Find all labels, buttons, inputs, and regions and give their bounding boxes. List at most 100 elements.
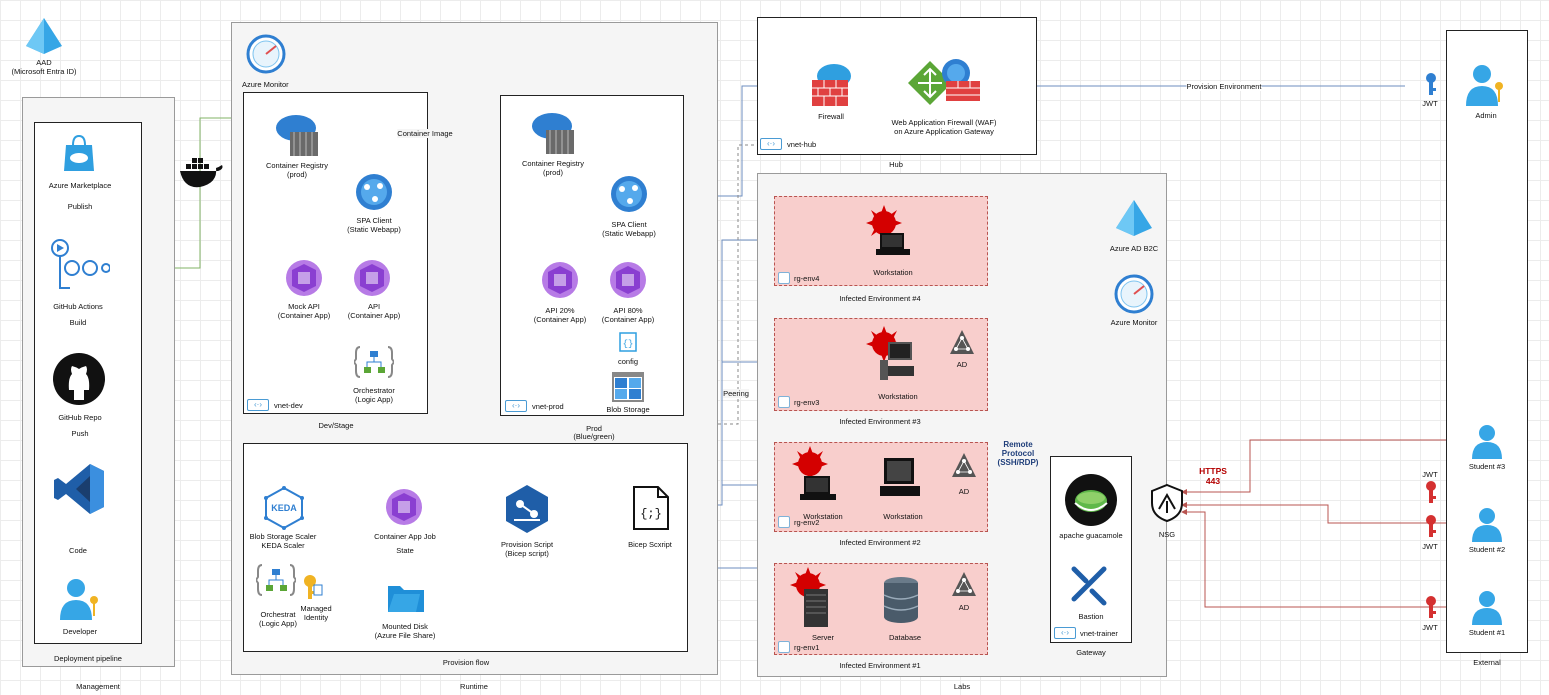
container-app-icon xyxy=(284,258,324,300)
orchestrat-label: Orchestrat xyxy=(260,610,296,619)
vnet-prod-container xyxy=(500,95,684,416)
env2-ad-label: AD xyxy=(958,487,970,496)
prod-label: Prod xyxy=(586,424,602,433)
publish-label: Publish xyxy=(67,202,93,211)
managed-label: Managed xyxy=(300,604,332,613)
external-container xyxy=(1446,30,1528,653)
firewall-icon xyxy=(808,60,854,110)
key-icon xyxy=(1424,72,1438,98)
logic-app-icon xyxy=(254,563,298,599)
container-registry-prod-sub: (prod) xyxy=(542,168,564,177)
build-label: Build xyxy=(69,318,87,327)
svg-text:KEDA: KEDA xyxy=(271,503,297,513)
orchestrator-label: Orchestrator xyxy=(353,386,395,395)
env2-workstation-1-label: Workstation xyxy=(803,512,843,521)
api-dev-sub: (Container App) xyxy=(347,311,401,320)
github-repo-label: GitHub Repo xyxy=(58,413,102,422)
env3-ad-label: AD xyxy=(956,360,968,369)
spa-client-dev-sub: (Static Webapp) xyxy=(347,225,401,234)
env3-workstation-label: Workstation xyxy=(878,392,918,401)
key-icon xyxy=(1424,595,1438,621)
port-label: 443 xyxy=(1205,476,1221,486)
rg-env2-label: rg-env2 xyxy=(794,518,820,527)
remote-protocol-label-1: Remote xyxy=(1003,440,1033,449)
server-icon xyxy=(790,567,838,631)
provision-script-label: Provision Script xyxy=(500,540,554,549)
ad-icon xyxy=(948,328,976,358)
vnet-dev-container xyxy=(243,92,428,414)
student-icon xyxy=(1472,507,1502,545)
rg-env3-label: rg-env3 xyxy=(794,398,820,407)
student-icon xyxy=(1472,590,1502,628)
file-share-icon xyxy=(386,580,426,616)
orchestrat-sub: (Logic App) xyxy=(259,619,297,628)
config-label: config xyxy=(617,357,639,366)
mock-api-sub: (Container App) xyxy=(277,311,331,320)
student3-label: Student #3 xyxy=(1468,462,1506,471)
ad-icon xyxy=(950,570,978,600)
orchestrator-sub: (Logic App) xyxy=(355,395,393,404)
infected-env-3-label: Infected Environment #3 xyxy=(839,417,921,426)
rg-icon xyxy=(778,396,790,408)
provision-environment-label: Provision Environment xyxy=(1186,82,1262,91)
dev-stage-label: Dev/Stage xyxy=(318,421,354,430)
rg-icon xyxy=(778,516,790,528)
student-icon xyxy=(1472,424,1502,462)
container-registry-icon xyxy=(528,110,578,158)
docker-icon xyxy=(178,155,224,193)
management-label: Management xyxy=(76,682,120,691)
infected-env-2-label: Infected Environment #2 xyxy=(839,538,921,547)
workstation-icon xyxy=(864,326,916,388)
aad-label: AAD xyxy=(36,58,52,67)
waf-sub: on Azure Application Gateway xyxy=(894,127,994,136)
hub-container xyxy=(757,17,1037,155)
admin-icon xyxy=(1464,64,1506,110)
student2-label: Student #2 xyxy=(1468,545,1506,554)
container-app-icon xyxy=(540,260,580,302)
https-label: HTTPS xyxy=(1199,466,1227,476)
vscode-icon xyxy=(52,462,106,518)
github-actions-icon xyxy=(50,238,111,300)
state-label: State xyxy=(396,546,414,555)
developer-label: Developer xyxy=(62,627,98,636)
azure-ad-b2c-label: Azure AD B2C xyxy=(1109,244,1159,253)
container-registry-icon xyxy=(272,112,322,160)
env1-ad-label: AD xyxy=(958,603,970,612)
container-app-icon xyxy=(352,258,392,300)
vnet-trainer-label: vnet-trainer xyxy=(1080,629,1118,638)
infected-env-1-label: Infected Environment #1 xyxy=(839,661,921,670)
code-label: Code xyxy=(69,546,87,555)
mock-api-label: Mock API xyxy=(288,302,320,311)
rg-env4-label: rg-env4 xyxy=(794,274,820,283)
aad-icon xyxy=(1114,198,1154,240)
key-icon xyxy=(1424,480,1438,506)
vnet-dev-icon: ‹·› xyxy=(247,399,269,411)
ad-icon xyxy=(950,451,978,481)
vnet-prod-icon: ‹·› xyxy=(505,400,527,412)
svg-text:{}: {} xyxy=(623,339,634,349)
api-20-label: API 20% xyxy=(545,306,575,315)
vnet-trainer-icon: ‹·› xyxy=(1054,627,1076,639)
spa-client-dev-label: SPA Client xyxy=(356,216,392,225)
env4-workstation-label: Workstation xyxy=(873,268,913,277)
jwt-admin-label: JWT xyxy=(1422,99,1438,108)
logic-app-icon xyxy=(352,345,396,381)
remote-protocol-label-3: (SSH/RDP) xyxy=(997,458,1039,467)
database-label: Database xyxy=(888,633,922,642)
provision-flow-container xyxy=(243,443,688,652)
blue-green-label: (Blue/green) xyxy=(573,432,615,441)
container-app-icon xyxy=(384,487,424,529)
student1-label: Student #1 xyxy=(1468,628,1506,637)
remote-protocol-label-2: Protocol xyxy=(1001,449,1035,458)
keda-sub: KEDA Scaler xyxy=(261,541,305,550)
azure-monitor-icon xyxy=(246,34,286,76)
vnet-dev-label: vnet-dev xyxy=(274,401,303,410)
rg-env1-label: rg-env1 xyxy=(794,643,820,652)
provision-flow-label: Provision flow xyxy=(442,658,490,667)
workstation-icon xyxy=(878,454,922,504)
hub-label: Hub xyxy=(889,160,903,169)
push-label: Push xyxy=(71,429,89,438)
database-icon xyxy=(881,575,921,627)
api-dev-label: API xyxy=(367,302,381,311)
container-registry-dev-sub: (prod) xyxy=(286,170,308,179)
